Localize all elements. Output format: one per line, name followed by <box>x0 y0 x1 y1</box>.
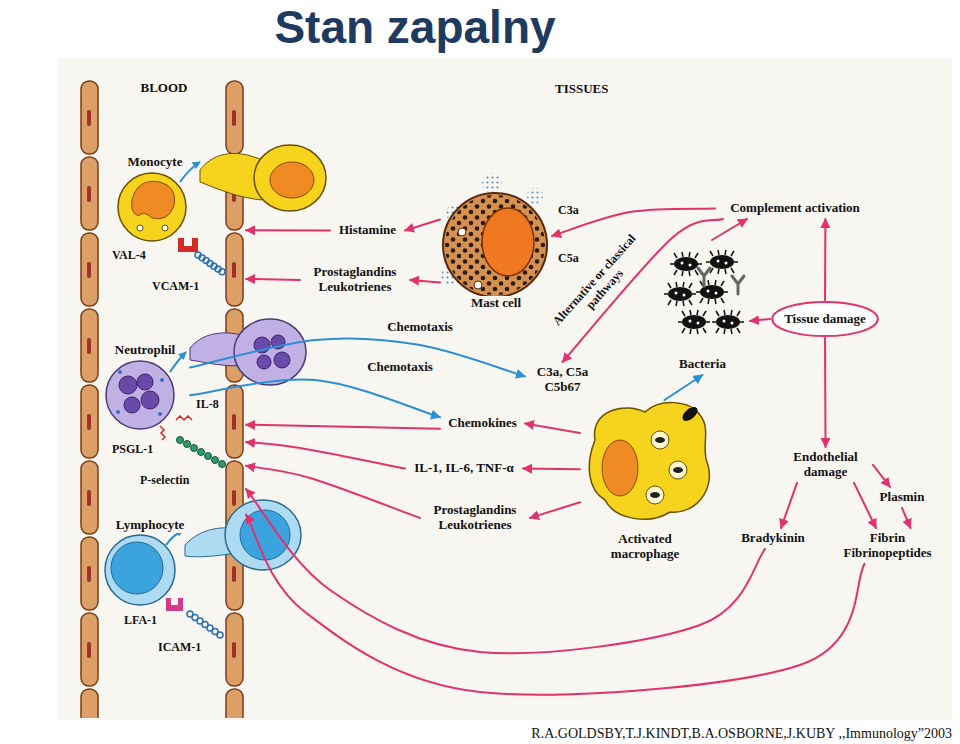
macrophage-cell: Activated macrophage <box>580 400 710 565</box>
connector-arrow <box>523 468 580 471</box>
complement-label: C3a, C5a C5b67 <box>525 362 600 398</box>
neutrophil-cell: Neutrophil <box>100 340 190 432</box>
mediator-label: Fibrin Fibrinopeptides <box>830 528 945 564</box>
connector-arrow <box>246 229 330 231</box>
blood-vessel: BLOOD MonocyteNeutrophilLymphocyte <box>82 78 246 720</box>
connector-arrow <box>665 375 703 400</box>
mediator-label: Prostaglandins Leukotrienes <box>420 500 530 536</box>
label-holder: IL-8 <box>194 398 221 412</box>
lymphocyte-cell: Lymphocyte <box>100 515 200 607</box>
connector-arrow <box>873 465 890 487</box>
connector-arrow <box>525 424 580 434</box>
edge-label: Alternative or classical pathways <box>546 227 653 342</box>
label-holder: C5a <box>556 252 581 266</box>
connector-arrow <box>246 442 405 469</box>
connector-arrow <box>854 483 876 528</box>
node-label: Activated macrophage <box>595 532 695 562</box>
part-label: LFA-1 <box>122 614 159 628</box>
part-label: TISSUES <box>553 82 610 97</box>
part-label: VCAM-1 <box>150 280 201 294</box>
mediator-label: Plasmin <box>872 487 932 508</box>
process-label: Endothelial damage <box>778 447 873 483</box>
label-holder: P-selectin <box>138 474 191 488</box>
edge-label-holder: Chemotaxis <box>385 317 455 335</box>
node-label: Lymphocyte <box>114 518 187 533</box>
label-holder: ICAM-1 <box>156 641 203 655</box>
part-label: C5a <box>556 252 581 266</box>
node-label: IL-1, IL-6, TNF-α <box>412 461 515 476</box>
cytokine-label: IL-1, IL-6, TNF-α <box>405 458 523 479</box>
edge-label: Chemotaxis <box>385 320 455 335</box>
mediator-label: Histamine <box>330 220 405 241</box>
edge-label-holder: Chemotaxis <box>365 357 435 375</box>
source-caption: R.A.GOLDSBY,T.J.KINDT,B.A.OSBORNE,J.KUBY… <box>529 726 954 742</box>
edge-label: Chemotaxis <box>365 360 435 375</box>
node-label: Histamine <box>337 223 398 238</box>
connector-arrow <box>190 379 440 417</box>
edge-label-holder: Alternative or classical pathways <box>546 227 654 342</box>
connector-arrow <box>824 219 826 300</box>
mediator-label: Chemokines <box>440 413 525 434</box>
label-holder: TISSUES <box>553 82 610 97</box>
node-label: Plasmin <box>878 490 927 505</box>
connector-arrow <box>405 220 440 231</box>
connector-arrow <box>246 279 300 280</box>
node-label: Tissue damage <box>782 312 868 327</box>
label-holder: PSGL-1 <box>110 443 155 457</box>
connector-arrow <box>246 425 440 429</box>
node-label: BLOOD <box>139 81 190 96</box>
mediator-label: Prostaglandins Leukotrienes <box>300 262 410 298</box>
connector-arrow <box>902 508 911 528</box>
part-label: VAL-4 <box>110 249 148 263</box>
connector-arrow <box>410 280 440 283</box>
connector-arrow <box>750 319 770 321</box>
monocyte-cell: Monocyte <box>105 152 205 244</box>
connector-arrow <box>530 502 580 518</box>
node-label: Mast cell <box>469 296 523 311</box>
label-holder: VAL-4 <box>110 249 148 263</box>
label-holder: C3a <box>556 204 581 218</box>
node-label: Complement activation <box>728 201 862 216</box>
connector-arrow <box>246 489 765 653</box>
node-label: Fibrin Fibrinopeptides <box>833 531 942 561</box>
tissue-damage-oval: Tissue damage <box>770 300 880 338</box>
connector-arrow <box>246 466 420 518</box>
label-holder: LFA-1 <box>122 614 159 628</box>
connector-arrow <box>190 338 525 376</box>
part-label: C3a <box>556 204 581 218</box>
part-label: P-selectin <box>138 474 191 488</box>
process-label: Complement activation <box>715 198 875 219</box>
part-label: IL-8 <box>194 398 221 412</box>
label-holder: VCAM-1 <box>150 280 201 294</box>
oval-shape <box>772 302 878 336</box>
node-label: Prostaglandins Leukotrienes <box>423 503 527 533</box>
node-label: Endothelial damage <box>781 450 870 480</box>
connector-arrow <box>712 219 747 240</box>
connector-arrow <box>246 515 865 695</box>
slide-title: Stan zapalny <box>0 0 830 54</box>
node-label: Neutrophil <box>113 343 177 358</box>
node-label: Bacteria <box>677 357 728 372</box>
part-label: ICAM-1 <box>156 641 203 655</box>
node-label: Chemokines <box>446 416 519 431</box>
connector-arrow <box>824 338 827 447</box>
mediator-label: Bradykinin <box>733 528 813 549</box>
node-label: Monocyte <box>126 155 185 170</box>
mast-cell: Mast cell <box>440 188 552 314</box>
part-label: PSGL-1 <box>110 443 155 457</box>
node-label: Bradykinin <box>739 531 807 546</box>
bacteria-group: Bacteria <box>655 240 750 375</box>
node-label: Prostaglandins Leukotrienes <box>303 265 407 295</box>
node-label: C3a, C5a C5b67 <box>528 365 597 395</box>
connector-arrow <box>781 483 797 528</box>
